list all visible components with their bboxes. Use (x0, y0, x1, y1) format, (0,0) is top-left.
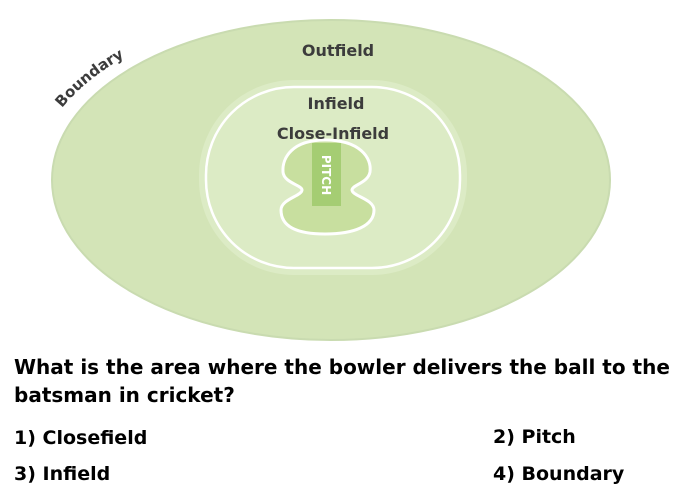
infield-boundary-line (204, 85, 462, 270)
label-close-infield: Close-Infield (277, 124, 389, 143)
close-infield-line (279, 138, 376, 236)
question-text: What is the area where the bowler delive… (14, 355, 670, 407)
option-2[interactable]: 2) Pitch (493, 426, 576, 448)
option-4[interactable]: 4) Boundary (493, 463, 625, 485)
option-1[interactable]: 1) Closefield (14, 427, 148, 449)
label-pitch: PITCH (319, 155, 333, 195)
option-3[interactable]: 3) Infield (14, 463, 111, 485)
pitch-area (312, 143, 341, 206)
cricket-field-diagram: Boundary Outfield Infield Close-Infield … (51, 19, 611, 341)
label-outfield: Outfield (302, 41, 374, 60)
label-infield: Infield (308, 94, 365, 113)
